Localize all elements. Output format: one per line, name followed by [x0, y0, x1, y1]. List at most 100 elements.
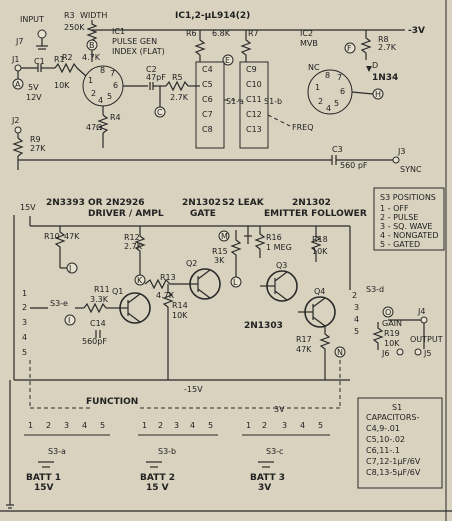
svg-text:C11: C11	[246, 95, 262, 104]
r17-label: R17	[296, 335, 312, 344]
tp-m[interactable]	[218, 230, 230, 242]
gain-label[interactable]: GAIN	[382, 319, 402, 328]
ic2-desc: MVB	[300, 39, 318, 48]
svg-text:2: 2	[318, 97, 323, 106]
j7-jack[interactable]	[37, 29, 47, 39]
tp-f[interactable]	[344, 42, 356, 54]
tp-i[interactable]	[64, 314, 76, 326]
svg-text:2: 2	[262, 421, 267, 430]
svg-text:5: 5	[318, 421, 323, 430]
r15-label: R15	[212, 247, 228, 256]
j1-label: J1	[11, 55, 19, 64]
svg-text:1: 1	[88, 76, 93, 85]
j3-jack[interactable]	[392, 156, 400, 164]
svg-text:5: 5	[334, 99, 339, 108]
svg-text:C4: C4	[202, 65, 213, 74]
d-label: D	[372, 61, 378, 70]
ic2-nc: NC	[308, 63, 320, 72]
svg-text:2: 2	[158, 421, 163, 430]
svg-text:C10: C10	[246, 80, 262, 89]
svg-text:C9: C9	[246, 65, 257, 74]
c2-label: C2	[146, 65, 157, 74]
j1-jack[interactable]	[14, 64, 22, 72]
q4-label: Q4	[314, 287, 325, 296]
j2-jack[interactable]	[14, 126, 22, 134]
r15-resistor	[230, 230, 242, 262]
c3-value: 560 pF	[340, 161, 368, 170]
r17-resistor	[319, 326, 331, 360]
j5-jack[interactable]	[414, 348, 422, 356]
s1-cap-4: C7,12-1µF/6V	[366, 457, 421, 466]
s3e-label[interactable]: S3-e	[50, 299, 68, 308]
s1a-bank	[195, 61, 225, 149]
input-label: INPUT	[20, 15, 44, 24]
svg-text:4: 4	[190, 421, 195, 430]
r2-value: 4.7K	[82, 53, 101, 62]
r8-label: R8	[378, 35, 389, 44]
rail-15v-label: 15V	[20, 203, 36, 212]
batt1-volts: 15V	[34, 483, 54, 493]
batt2-name: BATT 2	[140, 473, 175, 483]
s3d-label[interactable]: S3-d	[366, 285, 384, 294]
j5-label: J5	[423, 349, 431, 358]
s1-cap-2: C5,10-.02	[366, 435, 405, 444]
j2-label: J2	[11, 116, 19, 125]
tp-n[interactable]	[334, 346, 346, 358]
s3-pos-4: 4 - NONGATED	[380, 231, 438, 240]
r5-label: R5	[172, 73, 183, 82]
leak-label[interactable]: S2 LEAK	[222, 198, 265, 208]
svg-text:3: 3	[174, 421, 179, 430]
c2-value: 47pF	[146, 73, 166, 82]
svg-text:3: 3	[22, 318, 27, 327]
svg-text:4: 4	[326, 104, 331, 113]
s1-cap-3: C6,11-.1	[366, 446, 400, 455]
s1-cap-5: C8,13-5µF/6V	[366, 468, 421, 477]
follower-sub: EMITTER FOLLOWER	[264, 209, 367, 219]
r3-width: WIDTH	[80, 11, 107, 20]
q4-type: 2N1303	[244, 321, 283, 331]
s1-cap-1: C4,9-.01	[366, 424, 400, 433]
tp-h-label: H	[375, 90, 381, 99]
r18-label: R18	[312, 235, 328, 244]
ic1-desc1: PULSE GEN	[112, 37, 157, 46]
tp-j-label: J	[68, 264, 71, 273]
tp-f-label: F	[347, 44, 352, 53]
r14-value: 10K	[172, 311, 188, 320]
c3-label: C3	[332, 145, 343, 154]
j4-label: J4	[417, 307, 425, 316]
freq-label[interactable]: FREQ	[292, 123, 314, 132]
s3c-label[interactable]: S3-c	[266, 447, 283, 456]
svg-text:5: 5	[208, 421, 213, 430]
r1-label: R1	[54, 55, 65, 64]
j4-jack[interactable]	[420, 316, 428, 324]
tp-b-label: B	[89, 41, 95, 50]
s3-pos-title: S3 POSITIONS	[380, 193, 436, 202]
r16-resistor	[254, 226, 266, 258]
s3b-label[interactable]: S3-b	[158, 447, 176, 456]
svg-text:1: 1	[22, 289, 27, 298]
svg-text:4: 4	[98, 96, 103, 105]
r13-value: 4.7K	[156, 291, 175, 300]
cap-labels: C4 C5 C6 C7 C8 C9 C10 C11 C12 C13	[202, 65, 262, 134]
s3a-label[interactable]: S3-a	[48, 447, 66, 456]
s3d-positions: 23 45	[352, 291, 359, 336]
r19-label: R19	[384, 329, 400, 338]
tp-o[interactable]	[382, 306, 394, 318]
svg-text:C12: C12	[246, 110, 262, 119]
driver-label: 2N3393 OR 2N2926	[46, 198, 145, 208]
j6-jack[interactable]	[396, 348, 404, 356]
svg-text:2: 2	[91, 89, 96, 98]
c1-label: C1	[34, 57, 45, 66]
s3-pos-5: 5 - GATED	[380, 240, 420, 249]
function-label[interactable]: FUNCTION	[86, 397, 138, 407]
r6-value: 6.8K	[212, 29, 231, 38]
tp-e[interactable]	[222, 54, 234, 66]
j7-label: J7	[15, 37, 23, 46]
r16-value: 1 MEG	[266, 243, 292, 252]
r12-label: R12	[124, 233, 140, 242]
svg-text:C8: C8	[202, 125, 213, 134]
